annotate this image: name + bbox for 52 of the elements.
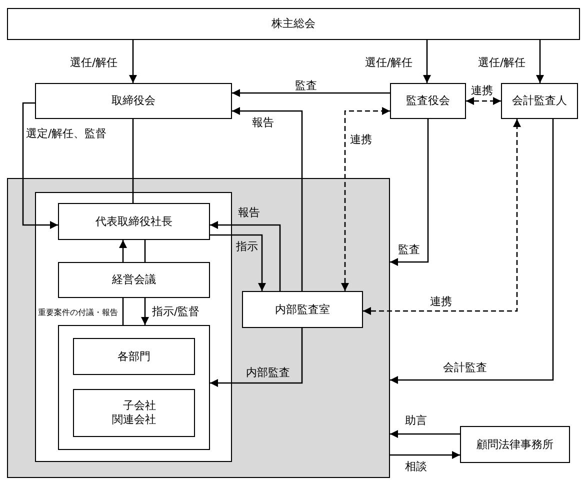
arrow — [210, 221, 281, 291]
connector-line — [122, 298, 124, 325]
edge-label: 連携 — [471, 84, 493, 97]
arrow — [129, 40, 137, 83]
edge-label: 助言 — [405, 414, 427, 427]
arrow — [423, 40, 431, 83]
arrow — [210, 328, 303, 387]
edge-label: 監査 — [295, 79, 317, 92]
arrow — [390, 119, 554, 384]
role-box: 株主総会 — [7, 8, 580, 40]
group-box — [58, 325, 210, 450]
role-box: 内部監査室 — [242, 291, 363, 328]
arrow — [390, 430, 460, 438]
connector-line — [144, 240, 146, 262]
edge-label: 選任/解任 — [365, 56, 413, 69]
edge-label: 選任/解任 — [70, 56, 118, 69]
arrow — [22, 102, 58, 229]
arrow — [232, 89, 390, 97]
group-box — [35, 192, 232, 462]
role-box: 代表取締役社長 — [58, 203, 210, 240]
arrow — [232, 107, 303, 291]
edge-label: 連携 — [430, 295, 452, 308]
edge-label: 相談 — [405, 460, 427, 473]
arrow — [466, 97, 501, 105]
arrow — [390, 451, 460, 459]
arrow — [390, 119, 429, 266]
arrow — [210, 234, 266, 291]
arrow — [363, 119, 521, 315]
role-box: 子会社関連会社 — [73, 389, 195, 437]
edge-label: 選任/解任 — [478, 56, 526, 69]
connector-line — [132, 119, 134, 203]
role-box: 監査役会 — [390, 83, 466, 119]
arrow — [341, 107, 390, 291]
edge-label: 選定/解任、監督 — [26, 127, 107, 140]
role-box: 顧問法律事務所 — [460, 426, 570, 463]
role-box: 取締役会 — [35, 83, 232, 119]
group-panel — [7, 178, 390, 478]
arrow — [119, 240, 127, 262]
edge-label: 監査 — [398, 243, 420, 256]
edge-label: 内部監査 — [246, 366, 290, 379]
arrow — [141, 298, 149, 325]
edge-label: 指示/監督 — [152, 305, 200, 318]
role-box: 会計監査人 — [501, 83, 578, 119]
arrow — [536, 40, 544, 83]
edge-label: 報告 — [252, 116, 274, 129]
edge-label: 会計監査 — [443, 361, 487, 374]
edge-label: 重要案件の付議・報告 — [38, 307, 118, 319]
role-box: 各部門 — [73, 338, 195, 375]
edge-label: 報告 — [238, 206, 260, 219]
role-box: 経営会議 — [58, 262, 210, 298]
edge-label: 指示 — [236, 240, 258, 253]
edge-label: 連携 — [350, 133, 372, 146]
